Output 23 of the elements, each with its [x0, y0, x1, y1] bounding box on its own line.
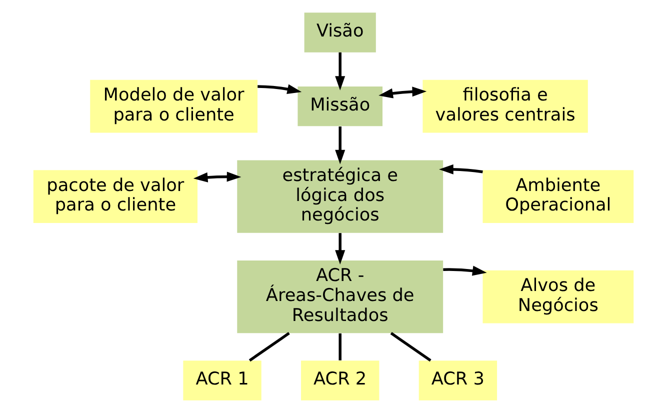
- node-box: Alvos de Negócios: [482, 270, 634, 324]
- connector: [390, 332, 431, 362]
- node-box: filosofia e valores centrais: [422, 80, 588, 133]
- arrow: [378, 86, 426, 98]
- node-box: ACR 1: [182, 360, 261, 400]
- arrow: [192, 172, 241, 182]
- node-box: Ambiente Operacional: [482, 170, 634, 224]
- node-box: Modelo de valor para o cliente: [90, 80, 258, 133]
- node-box: ACR 2: [300, 360, 379, 400]
- arrow: [334, 52, 345, 90]
- node-box: ACR - Áreas-Chaves de Resultados: [236, 260, 443, 334]
- connector: [338, 333, 341, 360]
- node-box: ACR 3: [418, 360, 497, 400]
- node-box: Missão: [297, 86, 382, 126]
- arrow: [442, 266, 486, 276]
- arrow: [257, 84, 302, 94]
- arrow: [438, 164, 482, 174]
- node-box: pacote de valor para o cliente: [32, 170, 197, 224]
- node-box: Visão: [304, 12, 376, 52]
- arrow: [334, 233, 345, 265]
- arrow: [334, 126, 345, 164]
- node-box: estratégica e lógica dos negócios: [236, 160, 443, 233]
- connector: [248, 332, 290, 362]
